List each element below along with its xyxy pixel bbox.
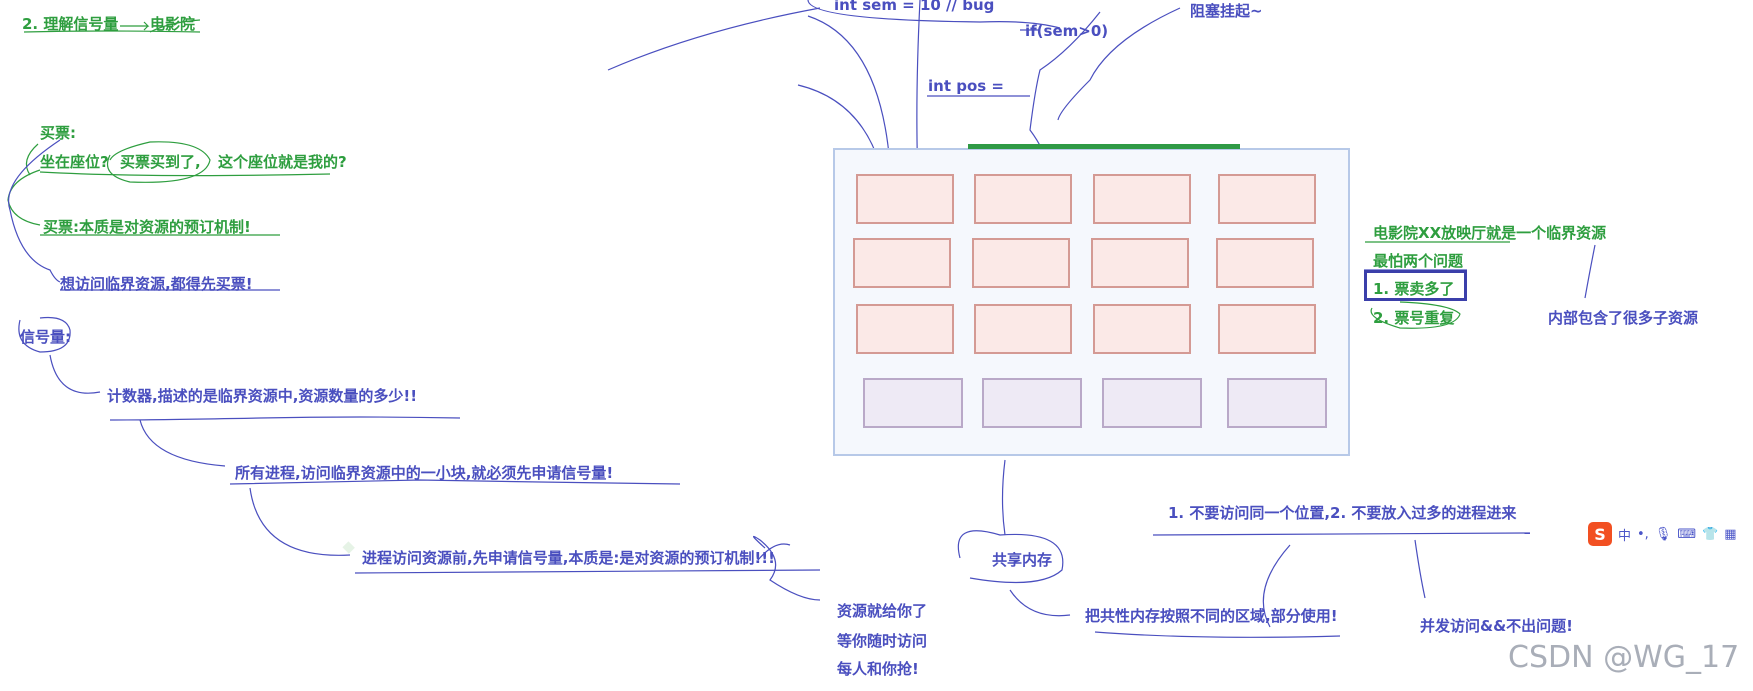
seat bbox=[982, 378, 1082, 428]
note-before-access: 进程访问资源前,先申请信号量,本质是:是对资源的预订机制!!! bbox=[362, 549, 775, 567]
seat bbox=[974, 174, 1072, 224]
seat bbox=[853, 238, 951, 288]
punctuation-icon[interactable]: •, bbox=[1637, 526, 1649, 542]
note-all-procs: 所有进程,访问临界资源中的一小块,就必须先申请信号量! bbox=[235, 464, 614, 482]
note-counter: 计数器,描述的是临界资源中,资源数量的多少!! bbox=[107, 387, 418, 405]
seat bbox=[1218, 304, 1316, 354]
note-sub-resources: 内部包含了很多子资源 bbox=[1548, 309, 1699, 327]
note-rules: 1. 不要访问同一个位置,2. 不要放入过多的进程进来 bbox=[1168, 504, 1517, 522]
lang-indicator[interactable]: 中 bbox=[1618, 528, 1632, 544]
sogou-icon[interactable]: S bbox=[1588, 522, 1612, 546]
seat bbox=[1091, 238, 1189, 288]
note-must-buy: 想访问临界资源,都得先买票! bbox=[60, 275, 253, 293]
occupied-bar bbox=[968, 144, 1240, 149]
seat bbox=[856, 304, 954, 354]
note-partition: 把共性内存按照不同的区域,部分使用! bbox=[1085, 607, 1338, 625]
note-buy-ticket-title: 买票: bbox=[40, 124, 76, 142]
seat bbox=[972, 238, 1070, 288]
note-oversold: 1. 票卖多了 bbox=[1373, 280, 1455, 298]
seat bbox=[1102, 378, 1202, 428]
note-cinema: 电影院 bbox=[150, 15, 196, 33]
note-resource-given-1: 资源就给你了 bbox=[837, 602, 928, 620]
highlight-box bbox=[1364, 270, 1467, 301]
seat bbox=[1218, 174, 1316, 224]
keyboard-icon[interactable]: ⌨ bbox=[1677, 526, 1697, 542]
csdn-watermark: CSDN @WG_17 bbox=[1508, 640, 1740, 675]
note-item2: 2. 理解信号量 bbox=[22, 15, 119, 33]
note-bought: 买票买到了, bbox=[120, 153, 201, 171]
note-two-problems: 最怕两个问题 bbox=[1373, 252, 1464, 270]
note-semaphore: 信号量: bbox=[20, 328, 71, 346]
seat bbox=[1093, 304, 1191, 354]
code-blocked: 阻塞挂起~ bbox=[1190, 2, 1263, 20]
note-resource-given-3: 每人和你抢! bbox=[837, 660, 919, 678]
shared-memory-label: 共享内存 bbox=[992, 551, 1053, 569]
seat bbox=[1227, 378, 1327, 428]
note-sit-question: 坐在座位? bbox=[40, 153, 109, 171]
note-concurrent-ok: 并发访问&&不出问题! bbox=[1420, 617, 1574, 635]
code-if-cond: if(sem>0) bbox=[1025, 22, 1109, 40]
note-essence: 买票:本质是对资源的预订机制! bbox=[43, 218, 251, 236]
note-hall-critical: 电影院XX放映厅就是一个临界资源 bbox=[1373, 224, 1607, 242]
note-resource-given-2: 等你随时访问 bbox=[837, 632, 928, 650]
code-sem-decl: int sem = 10 // bug bbox=[834, 0, 995, 14]
skin-icon[interactable]: 👕 bbox=[1702, 526, 1719, 542]
seat bbox=[974, 304, 1072, 354]
seat bbox=[1216, 238, 1314, 288]
mic-icon[interactable]: 🎙 bbox=[1654, 526, 1672, 542]
seat bbox=[863, 378, 963, 428]
apps-icon[interactable]: ▦ bbox=[1724, 526, 1737, 542]
seat bbox=[856, 174, 954, 224]
code-pos-decl: int pos = bbox=[928, 77, 1004, 95]
note-duplicate: 2. 票号重复 bbox=[1373, 309, 1455, 327]
ime-toolbar[interactable]: S 中 •, 🎙 ⌨ 👕 ▦ bbox=[1588, 520, 1753, 548]
seat bbox=[1093, 174, 1191, 224]
note-seat-mine: 这个座位就是我的? bbox=[218, 153, 347, 171]
